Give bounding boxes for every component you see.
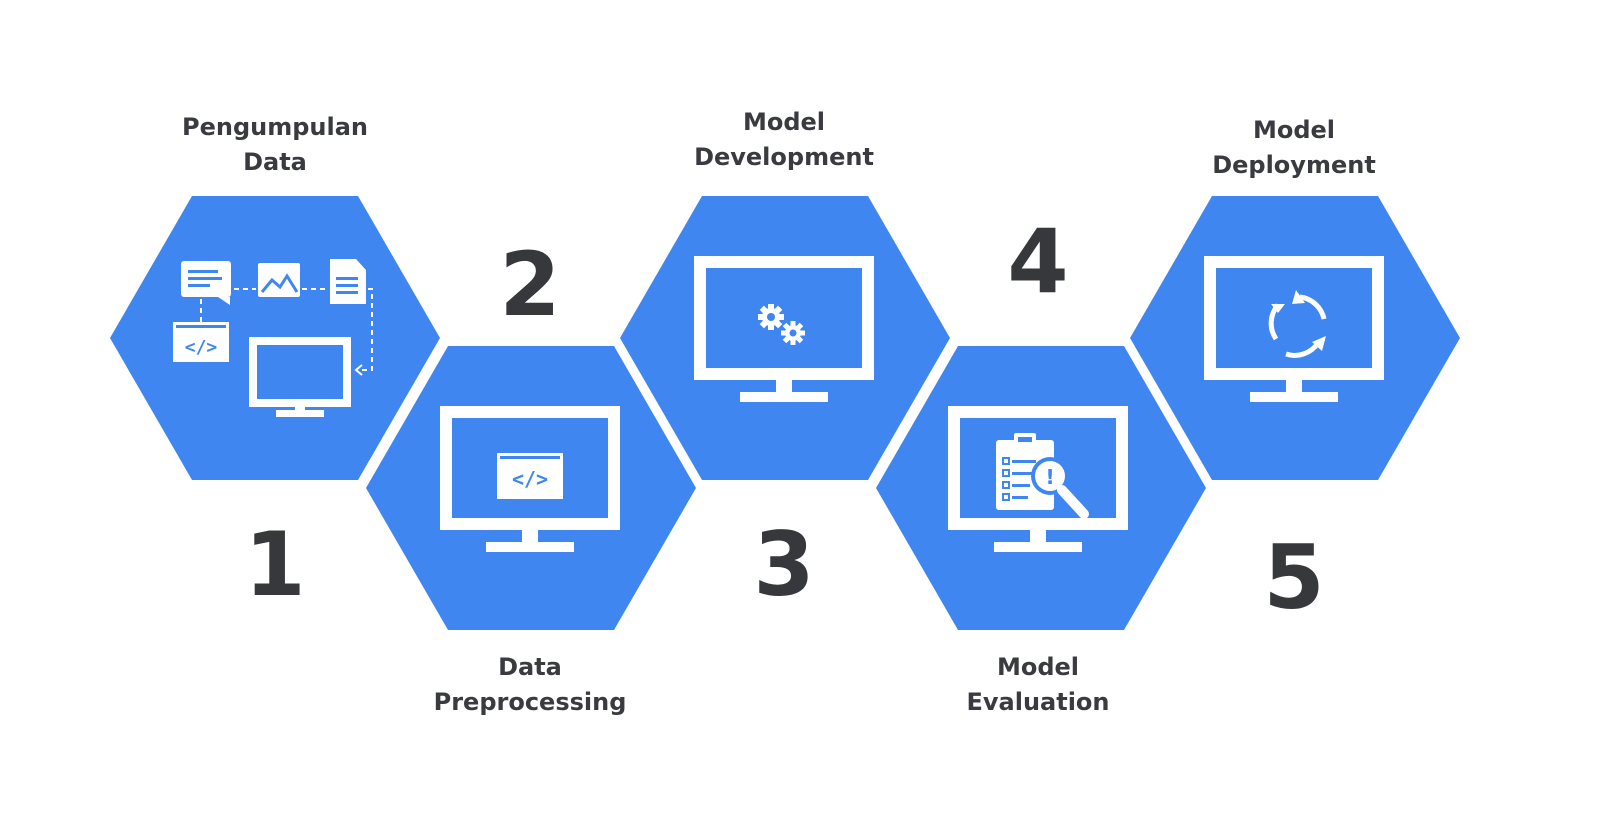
step-1-label-line1: Pengumpulan [182,113,368,141]
magnifier-icon: ! [954,412,1122,552]
step-2-number: 2 [499,233,561,336]
step-5-label-line1: Model [1252,116,1336,144]
step-3-number: 3 [753,513,815,616]
svg-text:</>: </> [512,467,548,491]
step-4-label-line1: Model [996,653,1080,681]
step-5-label-line2: Deployment [1212,151,1376,179]
step-4-label-line2: Evaluation [966,688,1110,716]
step-3-label-line2: Development [694,143,874,171]
step-1-number: 1 [244,513,306,616]
step-5-label: Model Deployment [1144,113,1444,183]
step-2-label: Data Preprocessing [380,650,680,720]
gears-icon [700,262,868,402]
step-3-label: Model Development [634,105,934,175]
step-3-label-line1: Model [742,108,826,136]
refresh-cycle-icon [1210,262,1378,402]
step-2-label-line2: Preprocessing [433,688,627,716]
svg-text:!: ! [1045,465,1054,489]
hexagon-5 [1130,196,1460,480]
step-2-label-line1: Data [498,653,562,681]
step-4-label: Model Evaluation [888,650,1188,720]
step-1-label: Pengumpulan Data [125,110,425,180]
data-collection-icon: </> [173,259,373,417]
step-5-number: 5 [1263,526,1325,629]
step-4-number: 4 [1007,210,1069,313]
step-1-label-line2: Data [243,148,307,176]
code-icon: </> [446,412,614,552]
svg-text:</>: </> [185,337,218,358]
